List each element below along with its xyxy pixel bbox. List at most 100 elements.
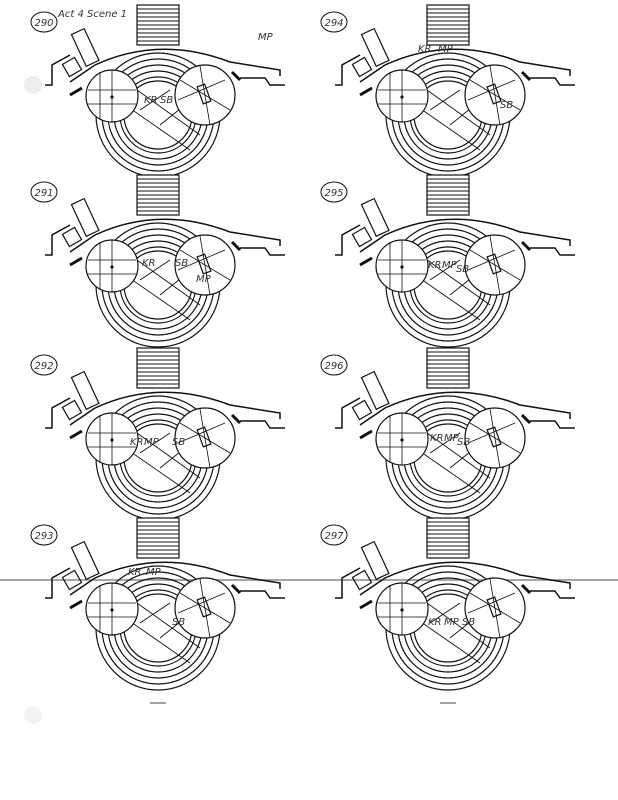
diagonal-stairs bbox=[70, 197, 100, 238]
diagonal-stairs bbox=[70, 540, 100, 581]
actor-label-mp: MP bbox=[146, 567, 162, 578]
actor-label-kr: KR bbox=[428, 617, 442, 628]
diagonal-stairs bbox=[70, 370, 100, 411]
masking-flat bbox=[230, 413, 242, 425]
diagonal-platform bbox=[117, 254, 201, 321]
left-wing bbox=[335, 567, 361, 599]
cue-number-circle bbox=[30, 181, 58, 203]
right-wing bbox=[530, 247, 575, 256]
furniture-piece bbox=[486, 83, 502, 105]
cue-number-circle bbox=[320, 354, 348, 376]
back-wall bbox=[359, 218, 571, 253]
actor-label-kr: KR bbox=[430, 433, 444, 444]
masking-flat bbox=[69, 429, 83, 440]
cue-number-circle bbox=[320, 11, 348, 33]
punch-hole bbox=[24, 76, 42, 94]
right-revolve-grid bbox=[467, 65, 521, 126]
cue-number: 291 bbox=[34, 188, 53, 199]
diagonal-platform bbox=[407, 84, 491, 151]
center-mark bbox=[110, 608, 114, 612]
diagonal-stairs bbox=[360, 197, 390, 238]
actor-label-sb: SB bbox=[175, 258, 188, 269]
furniture-piece bbox=[196, 596, 212, 618]
right-wing bbox=[530, 590, 575, 599]
masking-flat bbox=[230, 70, 242, 82]
actor-label-sb: SB bbox=[160, 95, 173, 106]
cue-number: 297 bbox=[324, 531, 344, 542]
masking-flat bbox=[69, 256, 83, 267]
actor-label-mp: MP bbox=[196, 274, 212, 285]
side-stairs bbox=[351, 569, 373, 591]
right-revolve-grid bbox=[467, 578, 521, 639]
cue-number-circle bbox=[30, 354, 58, 376]
sheet-title: Act 4 Scene 1 bbox=[57, 9, 127, 20]
right-wing bbox=[530, 77, 575, 86]
actor-label-mp: MP bbox=[444, 433, 460, 444]
diagonal-stairs bbox=[360, 370, 390, 411]
cue-number: 294 bbox=[324, 18, 343, 29]
right-revolve-grid bbox=[177, 235, 231, 296]
side-stairs bbox=[61, 56, 83, 78]
diagonal-platform bbox=[407, 254, 491, 321]
cue-number: 296 bbox=[324, 361, 343, 372]
right-revolve-grid bbox=[467, 408, 521, 469]
furniture-piece bbox=[486, 426, 502, 448]
masking-flat bbox=[520, 413, 532, 425]
actor-label-sb: SB bbox=[172, 437, 185, 448]
diagonal-stairs bbox=[360, 540, 390, 581]
masking-flat bbox=[69, 599, 83, 610]
furniture-piece bbox=[486, 596, 502, 618]
actor-label-sb: SB bbox=[172, 617, 185, 628]
cue-number-circle bbox=[30, 524, 58, 546]
right-wing bbox=[240, 247, 285, 256]
diagonal-stairs bbox=[70, 27, 100, 68]
actor-label-sb: SB bbox=[457, 437, 470, 448]
cue-number-circle bbox=[320, 181, 348, 203]
actor-label-mp: MP bbox=[258, 32, 274, 43]
center-mark bbox=[400, 438, 404, 442]
diagonal-platform bbox=[407, 597, 491, 664]
diagonal-platform bbox=[117, 597, 201, 664]
actor-label-kr: KR bbox=[428, 260, 442, 271]
masking-flat bbox=[359, 256, 373, 267]
back-wall bbox=[359, 391, 571, 426]
right-revolve-grid bbox=[467, 235, 521, 296]
actor-label-mp: MP bbox=[444, 617, 460, 628]
left-wing bbox=[45, 397, 71, 429]
center-mark bbox=[110, 95, 114, 99]
side-stairs bbox=[351, 399, 373, 421]
masking-flat bbox=[230, 240, 242, 252]
back-wall bbox=[359, 48, 571, 83]
left-wing bbox=[335, 397, 361, 429]
side-stairs bbox=[61, 226, 83, 248]
center-mark bbox=[400, 608, 404, 612]
masking-flat bbox=[359, 86, 373, 97]
actor-label-sb: SB bbox=[462, 617, 475, 628]
right-revolve-grid bbox=[177, 578, 231, 639]
diagonal-platform bbox=[117, 427, 201, 494]
actor-label-kr: KR bbox=[144, 95, 158, 106]
right-wing bbox=[530, 420, 575, 429]
diagonal-platform bbox=[117, 84, 201, 151]
furniture-piece bbox=[196, 253, 212, 275]
side-stairs bbox=[61, 399, 83, 421]
actor-label-mp: MP bbox=[442, 260, 458, 271]
actor-label-kr: KR bbox=[128, 567, 142, 578]
side-stairs bbox=[351, 56, 373, 78]
right-revolve-grid bbox=[177, 65, 231, 126]
left-wing bbox=[45, 567, 71, 599]
furniture-piece bbox=[196, 426, 212, 448]
left-wing bbox=[335, 54, 361, 86]
center-mark bbox=[400, 95, 404, 99]
actor-label-kr: KR bbox=[130, 437, 144, 448]
diagonal-platform bbox=[407, 427, 491, 494]
back-wall bbox=[69, 391, 281, 426]
masking-flat bbox=[520, 240, 532, 252]
left-wing bbox=[45, 54, 71, 86]
left-wing bbox=[45, 224, 71, 256]
masking-flat bbox=[520, 583, 532, 595]
